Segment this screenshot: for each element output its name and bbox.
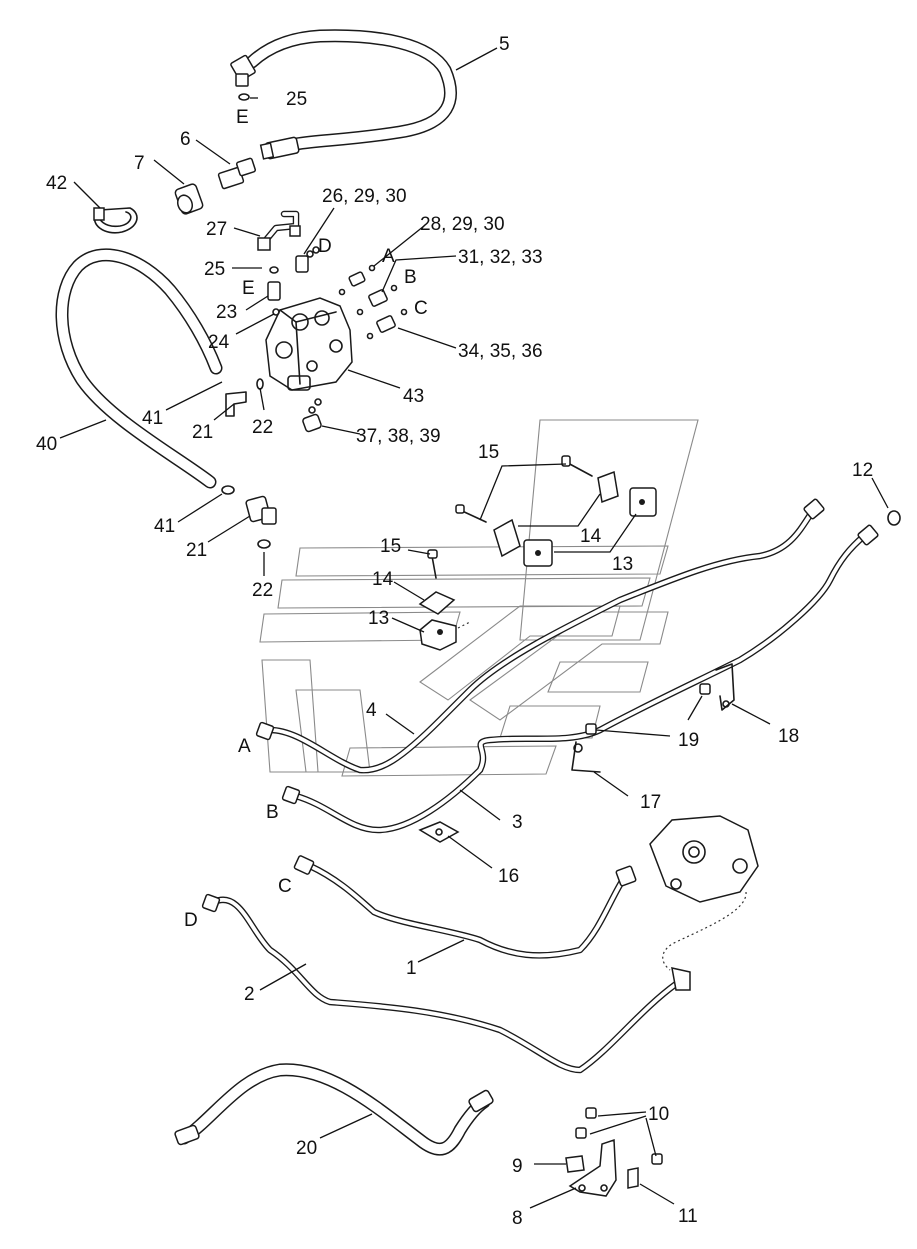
fitting-27 xyxy=(257,210,301,251)
bolt-10 xyxy=(575,1107,663,1165)
callout-41-upper: 41 xyxy=(142,408,163,429)
port-letter-valve-d: D xyxy=(318,236,332,257)
callout-11: 11 xyxy=(678,1206,698,1227)
callout-18: 18 xyxy=(778,726,799,747)
callout-37-38-39: 37, 38, 39 xyxy=(356,426,441,447)
clip-11 xyxy=(627,1167,639,1189)
block-13-upper xyxy=(523,487,657,567)
callout-42: 42 xyxy=(46,173,67,194)
callout-1: 1 xyxy=(406,958,417,979)
oring-12 xyxy=(887,510,901,526)
port-letter-tube-a: A xyxy=(238,736,251,757)
clip-9 xyxy=(565,1155,585,1173)
bracket-8 xyxy=(568,1138,617,1197)
hose-20 xyxy=(174,1063,494,1156)
callout-21-lower: 21 xyxy=(186,540,207,561)
bracket-18 xyxy=(715,663,735,711)
callout-26-29-30: 26, 29, 30 xyxy=(322,186,407,207)
callout-14-lower: 14 xyxy=(372,569,394,590)
tube-4 xyxy=(255,498,825,774)
callout-5: 5 xyxy=(499,34,510,55)
callout-25-top: 25 xyxy=(286,89,307,110)
callout-10: 10 xyxy=(648,1104,669,1125)
fitting-21-lower xyxy=(245,495,277,525)
clamp-41-lower xyxy=(221,485,235,495)
callout-43: 43 xyxy=(403,386,424,407)
bolt-19 xyxy=(585,683,711,735)
callout-15-lower: 15 xyxy=(380,536,401,557)
callout-17: 17 xyxy=(640,792,661,813)
callout-31-32-33: 31, 32, 33 xyxy=(458,247,543,268)
callout-labels: 5 25 6 7 42 26, 29, 30 27 28, 29, 30 31,… xyxy=(36,34,873,1229)
callout-6: 6 xyxy=(180,129,191,150)
port-letter-valve-b: B xyxy=(404,267,417,288)
fitting-28 xyxy=(338,264,376,296)
port-letter-tube-c: C xyxy=(278,876,292,897)
callout-20: 20 xyxy=(296,1138,317,1159)
callout-23: 23 xyxy=(216,302,237,323)
oring-25-top xyxy=(238,93,250,101)
port-letter-valve-e: E xyxy=(242,278,255,299)
fitting-23 xyxy=(267,266,281,316)
callout-3: 3 xyxy=(512,812,523,833)
bracket-17 xyxy=(571,741,601,773)
callout-14-upper: 14 xyxy=(580,526,602,547)
port-letter-valve-a: A xyxy=(382,246,395,267)
cap-7 xyxy=(174,183,204,215)
callout-12: 12 xyxy=(852,460,873,481)
tube-1 xyxy=(293,855,637,959)
fitting-6 xyxy=(217,157,257,190)
pump-body xyxy=(649,815,759,971)
oring-22-lower xyxy=(257,539,271,549)
callout-40: 40 xyxy=(36,434,57,455)
port-letters: E D A E B C A B C D xyxy=(184,107,428,931)
fitting-34 xyxy=(366,308,408,340)
callout-13-upper: 13 xyxy=(612,554,633,575)
hose-5 xyxy=(230,29,457,160)
callout-25-mid: 25 xyxy=(204,259,225,280)
tube-3 xyxy=(281,524,879,834)
callout-27: 27 xyxy=(206,219,227,240)
port-letter-tube-b: B xyxy=(266,802,279,823)
fitting-21-upper xyxy=(225,391,247,417)
control-valve-43 xyxy=(265,297,353,391)
callout-7: 7 xyxy=(134,153,145,174)
tube-2 xyxy=(201,893,691,1074)
block-13-lower xyxy=(419,619,471,651)
callout-41-lower: 41 xyxy=(154,516,175,537)
port-letter-tube-d: D xyxy=(184,910,198,931)
callout-4: 4 xyxy=(366,700,377,721)
callout-21-upper: 21 xyxy=(192,422,213,443)
callout-34-35-36: 34, 35, 36 xyxy=(458,341,543,362)
plate-14-lower xyxy=(418,591,456,615)
port-letter-top-e: E xyxy=(236,107,249,128)
callout-13-lower: 13 xyxy=(368,608,389,629)
callout-22-lower: 22 xyxy=(252,580,273,601)
callout-9: 9 xyxy=(512,1156,523,1177)
callout-8: 8 xyxy=(512,1208,523,1229)
callout-22-upper: 22 xyxy=(252,417,273,438)
port-letter-valve-c: C xyxy=(414,298,428,319)
strap-42 xyxy=(93,207,138,234)
callout-2: 2 xyxy=(244,984,255,1005)
hose-40 xyxy=(55,248,223,489)
plate-14-upper xyxy=(493,470,619,558)
callout-19: 19 xyxy=(678,730,699,751)
fitting-37 xyxy=(302,398,322,433)
callout-24: 24 xyxy=(208,332,230,353)
callout-28-29-30: 28, 29, 30 xyxy=(420,214,505,235)
callout-16: 16 xyxy=(498,866,519,887)
oring-22-upper xyxy=(256,378,264,390)
callout-15-upper: 15 xyxy=(478,442,499,463)
fitting-26 xyxy=(295,246,320,273)
fitting-31 xyxy=(356,284,398,316)
leader-lines xyxy=(59,47,889,1209)
